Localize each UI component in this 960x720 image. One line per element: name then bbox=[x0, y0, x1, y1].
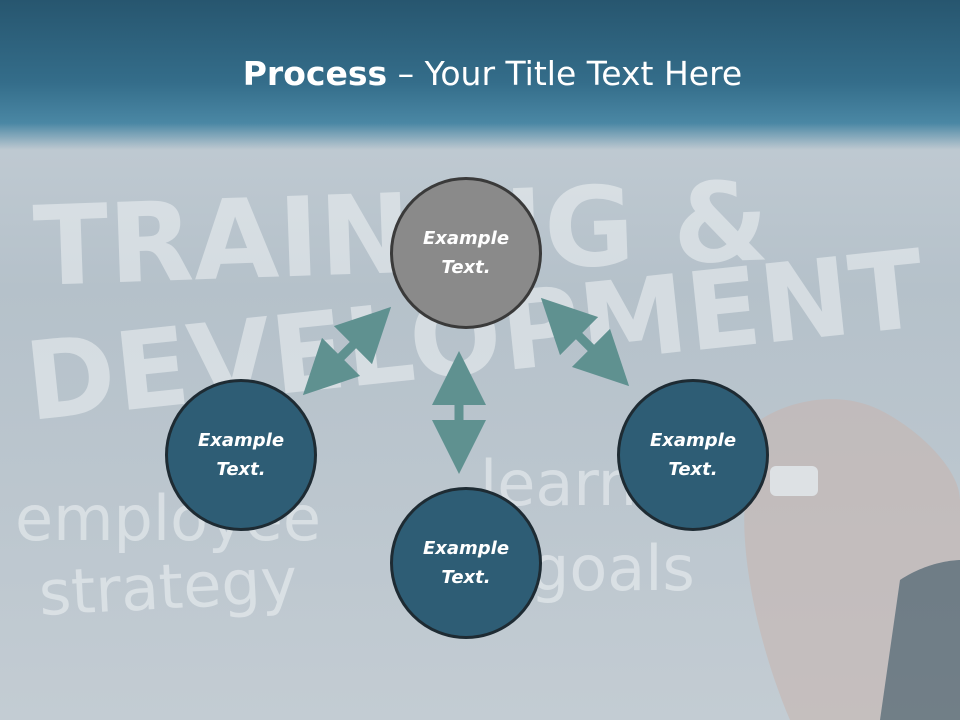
node-right-line1: Example bbox=[649, 430, 737, 451]
node-bottom-line1: Example bbox=[422, 538, 510, 559]
process-node-right[interactable]: Example Text. bbox=[617, 379, 769, 531]
node-left-line1: Example bbox=[197, 430, 285, 451]
process-node-bottom[interactable]: Example Text. bbox=[390, 487, 542, 639]
title-bold-part: Process bbox=[242, 54, 388, 93]
arrow-top-right bbox=[540, 297, 630, 387]
slide-title[interactable]: Process – Your Title Text Here bbox=[0, 52, 960, 96]
node-top-line1: Example bbox=[422, 228, 510, 249]
title-rest: – Your Title Text Here bbox=[387, 54, 743, 93]
node-left-line2: Text. bbox=[216, 459, 266, 480]
process-node-top[interactable]: Example Text. bbox=[390, 177, 542, 329]
hand-with-chalk-image bbox=[744, 399, 960, 720]
process-node-left[interactable]: Example Text. bbox=[165, 379, 317, 531]
node-right-line2: Text. bbox=[668, 459, 718, 480]
chalk-text-goals: goals bbox=[530, 532, 695, 605]
node-bottom-line2: Text. bbox=[441, 567, 491, 588]
node-top-line2: Text. bbox=[441, 257, 491, 278]
title-bar bbox=[0, 0, 960, 150]
arrow-top-left bbox=[302, 306, 392, 396]
chalk-text-strategy: strategy bbox=[37, 544, 299, 630]
